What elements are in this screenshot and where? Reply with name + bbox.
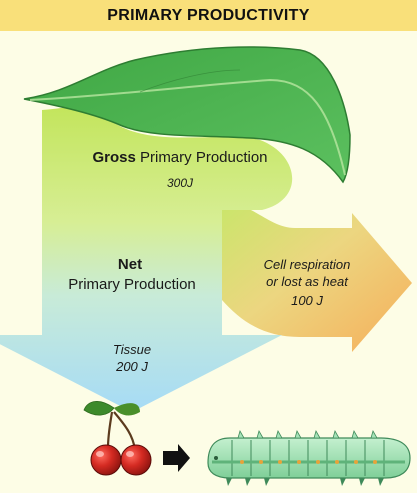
- respiration-label: Cell respiration or lost as heat: [242, 256, 372, 290]
- arrow-right-icon: [163, 444, 190, 472]
- heat-branch-arrow: [222, 200, 412, 352]
- main-energy-band: [0, 106, 293, 412]
- gross-bold-label: Gross: [92, 149, 136, 166]
- title-bar: PRIMARY PRODUCTIVITY: [0, 0, 417, 31]
- caterpillar-icon: [207, 429, 411, 486]
- leaf-icon: [23, 46, 351, 184]
- cherry-icon: [83, 401, 152, 476]
- respiration-line-1: Cell respiration: [263, 257, 351, 272]
- page-title: PRIMARY PRODUCTIVITY: [107, 6, 310, 24]
- respiration-line-2: or lost as heat: [266, 274, 348, 289]
- gross-rest-label: Primary Production: [135, 149, 268, 166]
- gross-production-label: Gross Primary Production: [60, 149, 300, 166]
- respiration-value: 100 J: [291, 293, 323, 308]
- gross-production-value: 300J: [166, 176, 194, 190]
- net-production-label: Primary Production: [68, 276, 196, 293]
- tissue-value: 200 J: [116, 359, 148, 374]
- tissue-label: Tissue: [112, 342, 152, 357]
- net-bold-label: Net: [117, 256, 143, 273]
